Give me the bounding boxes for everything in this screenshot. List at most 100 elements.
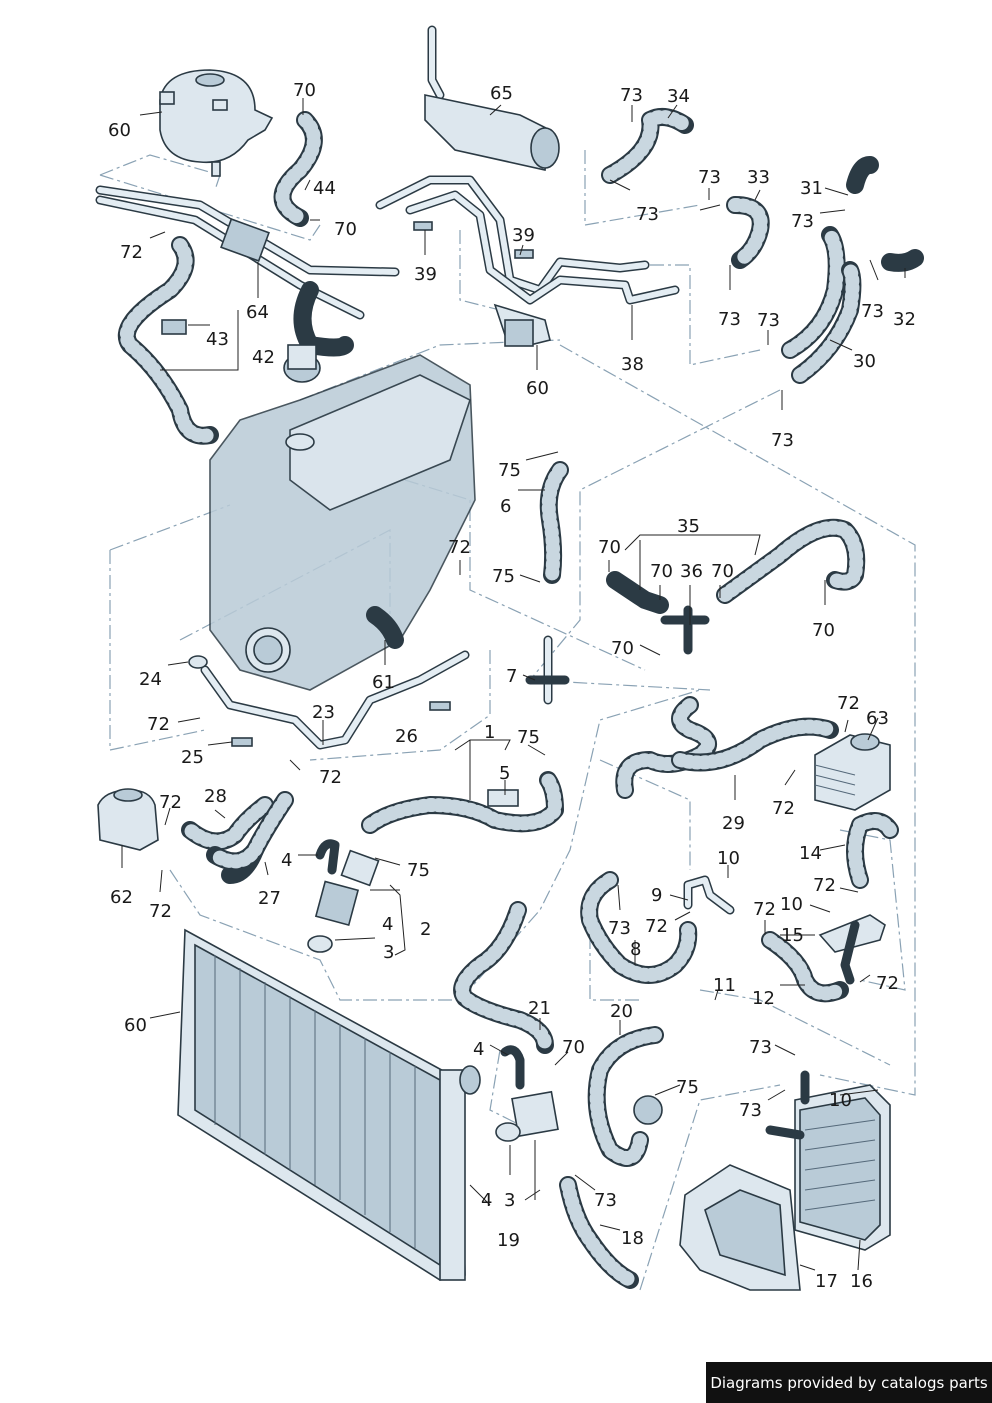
label-70: 70 [562, 1037, 585, 1058]
air-duct-17[interactable] [679, 1164, 801, 1291]
label-18: 18 [621, 1228, 644, 1249]
clip-43[interactable] [161, 319, 187, 335]
thermostat-housing-19[interactable] [495, 1045, 559, 1142]
bracket-15[interactable] [818, 914, 886, 985]
label-25: 25 [181, 747, 204, 768]
label-12: 12 [752, 988, 775, 1009]
o-ring-24[interactable] [188, 655, 208, 669]
hose-6[interactable] [539, 461, 569, 584]
label-4: 4 [281, 850, 292, 871]
label-60: 60 [526, 378, 549, 399]
label-33: 33 [747, 167, 770, 188]
expansion-tank-top[interactable] [159, 69, 274, 177]
label-72: 72 [837, 693, 860, 714]
label-73: 73 [861, 301, 884, 322]
label-34: 34 [667, 86, 690, 107]
hose-27[interactable] [206, 791, 294, 884]
label-4: 4 [481, 1190, 492, 1211]
elbow-31[interactable] [846, 156, 879, 194]
radiator-60[interactable] [177, 928, 481, 1281]
label-63: 63 [866, 708, 889, 729]
label-10: 10 [829, 1090, 852, 1111]
label-73: 73 [594, 1190, 617, 1211]
label-70: 70 [812, 620, 835, 641]
connector-75e[interactable] [633, 1095, 663, 1125]
hose-18[interactable] [559, 1176, 639, 1289]
bolt-39b[interactable] [514, 249, 534, 259]
pipe-38[interactable] [375, 175, 680, 305]
clamp-5[interactable] [487, 789, 519, 807]
label-27: 27 [258, 888, 281, 909]
label-31: 31 [800, 178, 823, 199]
heater-valve-65[interactable] [424, 25, 560, 171]
label-72: 72 [876, 973, 899, 994]
label-23: 23 [312, 702, 335, 723]
line-64[interactable] [95, 185, 400, 320]
bolt-26[interactable] [429, 701, 451, 711]
label-32: 32 [893, 309, 916, 330]
engine-block [209, 354, 476, 691]
label-72: 72 [120, 242, 143, 263]
label-29: 29 [722, 813, 745, 834]
label-2: 2 [420, 919, 431, 940]
hose-28[interactable] [181, 796, 274, 851]
label-73: 73 [749, 1037, 772, 1058]
label-62: 62 [110, 887, 133, 908]
label-72: 72 [772, 798, 795, 819]
label-20: 20 [610, 1001, 633, 1022]
bolt-25[interactable] [231, 737, 253, 747]
label-10: 10 [717, 848, 740, 869]
label-4: 4 [382, 914, 393, 935]
label-7: 7 [506, 666, 517, 687]
pipe-9[interactable] [683, 875, 735, 915]
hose-35[interactable] [606, 518, 866, 614]
label-24: 24 [139, 669, 162, 690]
oil-cooler-63[interactable] [814, 733, 891, 811]
label-39: 39 [414, 264, 437, 285]
coolant-connector-2[interactable] [307, 839, 380, 953]
reservoir-62[interactable] [97, 788, 159, 851]
hose-14[interactable] [846, 812, 899, 889]
label-72: 72 [319, 767, 342, 788]
hose-8[interactable] [580, 871, 698, 984]
hose-12[interactable] [761, 931, 849, 1003]
elbow-32[interactable] [881, 249, 924, 272]
label-42: 42 [252, 347, 275, 368]
label-73: 73 [771, 430, 794, 451]
label-70: 70 [598, 537, 621, 558]
leader-lines [121, 98, 906, 1271]
label-30: 30 [853, 351, 876, 372]
hose-33[interactable] [726, 196, 770, 269]
hose-30[interactable] [781, 226, 862, 384]
label-72: 72 [149, 901, 172, 922]
connector-60-mid[interactable] [493, 303, 551, 347]
label-70: 70 [711, 561, 734, 582]
hose-21[interactable] [453, 901, 554, 1054]
hose-42[interactable] [117, 236, 219, 445]
label-60: 60 [124, 1015, 147, 1036]
label-8: 8 [630, 939, 641, 960]
label-75: 75 [498, 460, 521, 481]
hose-29[interactable] [615, 696, 839, 799]
connector-36[interactable] [660, 605, 710, 655]
bolt-39a[interactable] [413, 221, 433, 231]
label-73: 73 [698, 167, 721, 188]
hose-34[interactable] [601, 107, 694, 184]
label-3: 3 [383, 942, 394, 963]
hose-20[interactable] [587, 1026, 664, 1167]
valve-64-branch[interactable] [283, 281, 354, 383]
intercooler-16[interactable] [765, 1070, 891, 1251]
connector-7[interactable] [525, 635, 570, 705]
label-72: 72 [645, 916, 668, 937]
hose-44[interactable] [273, 111, 323, 227]
label-73: 73 [739, 1100, 762, 1121]
pipe-23[interactable] [200, 650, 470, 750]
label-70: 70 [611, 638, 634, 659]
label-38: 38 [621, 354, 644, 375]
label-36: 36 [680, 561, 703, 582]
label-70: 70 [293, 80, 316, 101]
pipe-61[interactable] [366, 606, 404, 649]
label-11: 11 [713, 975, 736, 996]
label-14: 14 [799, 843, 822, 864]
hose-1[interactable] [361, 771, 564, 834]
